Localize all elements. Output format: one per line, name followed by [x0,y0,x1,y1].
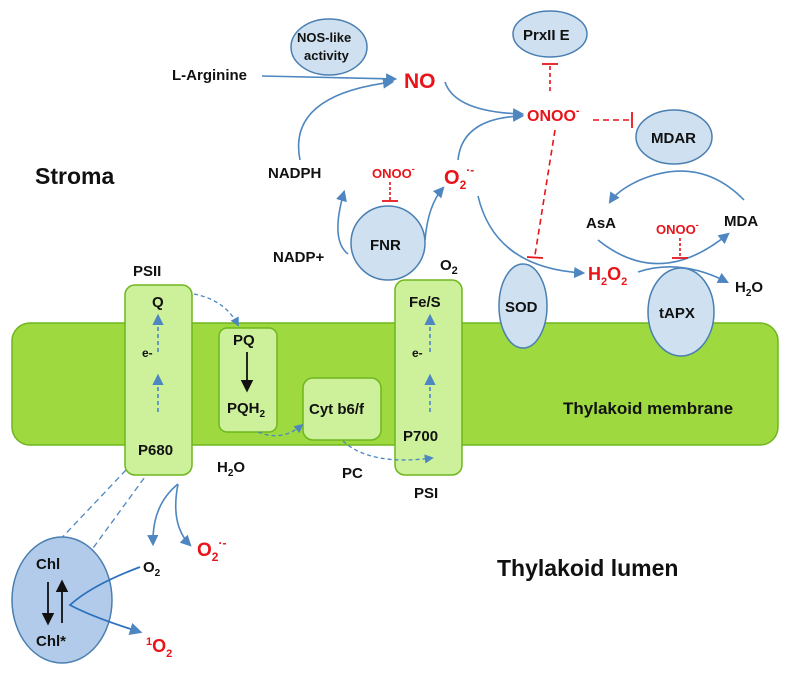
p700-label: P700 [403,428,438,445]
h2o-to-o2-arrow [147,483,179,547]
prxii-e-node [512,10,588,58]
psi-label: PSI [414,485,438,502]
nadph-to-no-arrow [297,77,395,161]
stroma-h2o-label: H2O [735,279,763,299]
lumen-label: Thylakoid lumen [497,555,678,581]
nos-label-line1: NOS-like [297,30,351,45]
mda-label: MDA [724,213,758,230]
tapx-label: tAPX [659,305,695,322]
q-to-pq-arrow [193,293,239,327]
arginine-to-no-arrow [261,73,398,85]
lumen-superoxide-label: O2·- [197,536,226,564]
psi-electron-label: e- [412,346,423,360]
psii-electron-label: e- [142,346,153,360]
cyt-b6f-complex [302,377,382,441]
q-label: Q [152,294,164,311]
no-to-onoo-arrow [444,81,525,120]
psii-chl-dash-2 [87,469,151,556]
stroma-o2-label: O2 [440,257,458,277]
h2o-label: H2O [217,459,245,479]
l-arginine-label: L-Arginine [172,67,247,84]
pqh2-label: PQH2 [227,400,266,420]
singlet-oxygen-label: 1O2 [146,636,172,660]
superoxide-to-h2o2-arrow [477,195,586,279]
chl-label: Chl [36,556,60,573]
sod-node [498,263,548,349]
fes-label: Fe/S [409,294,441,311]
p680-label: P680 [138,442,173,459]
asa-to-mda-arrow [597,232,730,265]
nos-label-line2: activity [304,48,350,63]
h2o-to-superoxide-arrow [174,483,192,547]
h2o2-to-h2o-arrow [637,266,729,284]
nadp-to-nadph-arrow [336,189,349,255]
chl-star-label: Chl* [36,633,66,650]
onoo-label: ONOO- [527,105,580,125]
cyt-to-psi-arrow [342,440,434,464]
onoo-sod-inhibit-bar [526,256,544,259]
superoxide-to-onoo-arrow [457,110,525,161]
pc-label: PC [342,465,363,482]
h2o2-label: H2O2 [588,264,627,288]
cyt-b6f-label: Cyt b6/f [309,401,365,418]
nadph-label: NADPH [268,165,321,182]
lumen-o2-label: O2 [143,559,161,579]
no-label: NO [404,70,436,93]
o2-to-singlet-oxygen-line [68,566,143,636]
sod-label: SOD [505,299,538,316]
psii-chl-dash-1 [35,469,127,566]
nos-like-activity-node [290,18,368,76]
onoo-sod-inhibit-line [534,129,556,256]
stroma-label: Stroma [35,163,114,189]
mda-to-asa-arrow [608,170,745,204]
membrane-label: Thylakoid membrane [563,399,733,418]
pq-label: PQ [233,332,255,349]
fnr-to-superoxide-arrow [424,186,445,241]
mdar-node [635,109,713,165]
fnr-onoo-label: ONOO- [372,164,415,181]
nadp-label: NADP+ [273,249,325,266]
mdar-label: MDAR [651,130,696,147]
pqh2-to-cyt-arrow [257,423,304,437]
tapx-onoo-label: ONOO- [656,220,699,237]
psii-label: PSII [133,263,161,280]
stroma-superoxide-label: O2·- [444,163,474,192]
fnr-node [350,205,426,281]
asa-label: AsA [586,215,616,232]
prxii-e-label: PrxII E [523,27,570,44]
fnr-label: FNR [370,237,401,254]
